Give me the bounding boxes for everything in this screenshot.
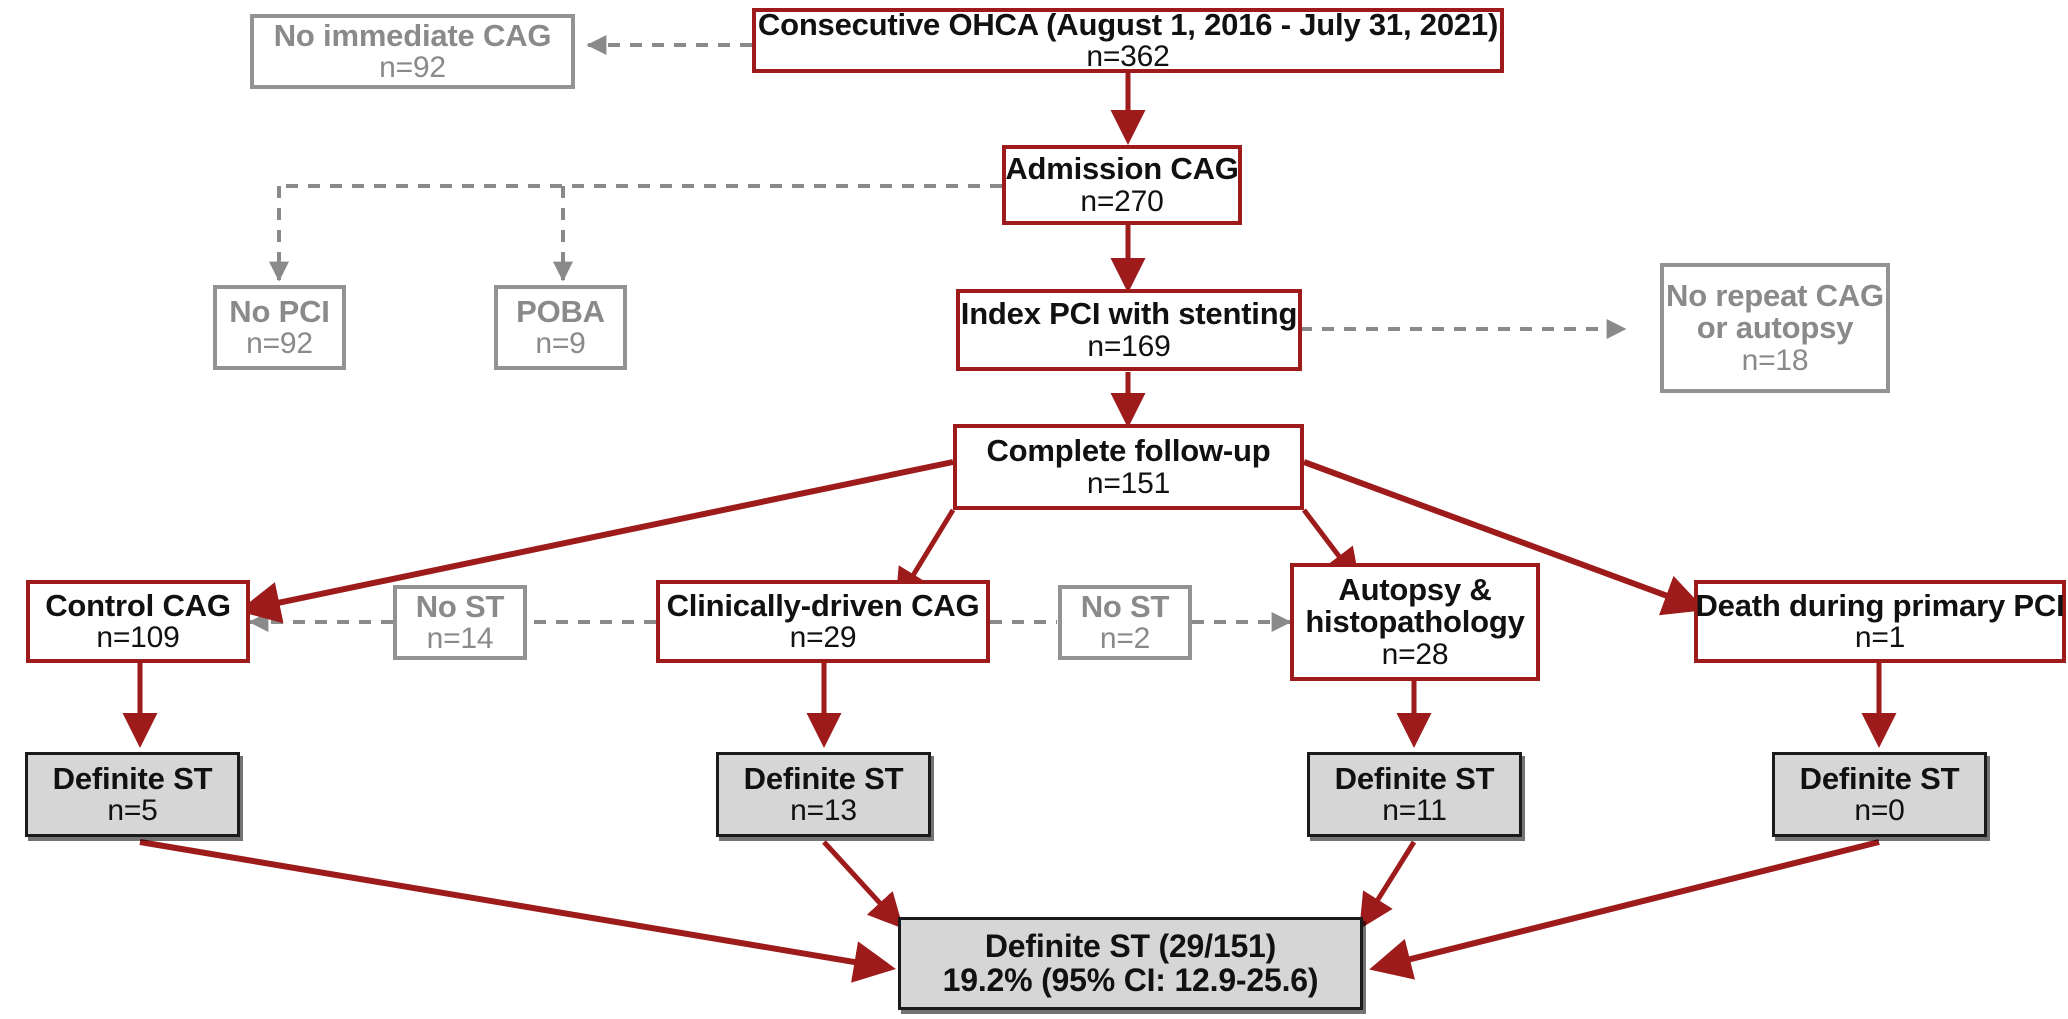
edge-definite-st-death-to-total (1369, 839, 1880, 980)
node-autopsy-histopathology-count: n=28 (1381, 637, 1449, 671)
node-no-repeat-cag-title-line1: No repeat CAG (1666, 278, 1884, 314)
node-no-immediate-cag[interactable]: No immediate CAG n=92 (250, 14, 575, 89)
node-definite-st-total[interactable]: Definite ST (29/151) 19.2% (95% CI: 12.9… (898, 917, 1363, 1010)
node-definite-st-clinical-title: Definite ST (743, 760, 904, 796)
node-no-repeat-cag[interactable]: No repeat CAG or autopsy n=18 (1660, 263, 1890, 393)
edge-admission-cag-to-no-pci-poba (269, 184, 1002, 282)
node-definite-st-death-title: Definite ST (1799, 760, 1960, 796)
node-control-cag[interactable]: Control CAG n=109 (26, 580, 250, 663)
node-consecutive-ohca[interactable]: Consecutive OHCA (August 1, 2016 - July … (752, 8, 1504, 73)
node-no-st-left[interactable]: No ST n=14 (393, 585, 527, 660)
node-admission-cag[interactable]: Admission CAG n=270 (1002, 145, 1242, 225)
node-no-immediate-cag-count: n=92 (379, 51, 446, 85)
node-clinically-driven-cag-count: n=29 (789, 621, 857, 655)
node-consecutive-ohca-count: n=362 (1086, 40, 1170, 74)
node-no-st-right[interactable]: No ST n=2 (1058, 585, 1192, 660)
node-autopsy-histopathology[interactable]: Autopsy & histopathology n=28 (1290, 563, 1540, 681)
node-death-primary-pci-count: n=1 (1854, 621, 1906, 655)
node-control-cag-count: n=109 (96, 621, 180, 655)
node-autopsy-histopathology-title-line2: histopathology (1305, 604, 1525, 640)
node-definite-st-death[interactable]: Definite ST n=0 (1772, 752, 1987, 837)
node-complete-followup-title: Complete follow-up (986, 433, 1271, 469)
node-poba-title: POBA (516, 293, 605, 329)
node-autopsy-histopathology-title-line1: Autopsy & (1338, 572, 1492, 608)
node-no-immediate-cag-title: No immediate CAG (273, 17, 552, 53)
node-control-cag-title: Control CAG (45, 587, 231, 623)
node-definite-st-autopsy-title: Definite ST (1334, 760, 1495, 796)
edge-definite-st-clinical-to-total (822, 840, 904, 929)
node-death-primary-pci-title: Death during primary PCI (1695, 587, 2065, 623)
node-definite-st-clinical-count: n=13 (790, 794, 857, 828)
node-no-st-left-title: No ST (415, 588, 505, 624)
node-complete-followup-count: n=151 (1086, 466, 1171, 500)
node-death-primary-pci[interactable]: Death during primary PCI n=1 (1694, 580, 2066, 663)
edge-followup-to-death-primary-pci (1302, 459, 1706, 616)
node-definite-st-control-title: Definite ST (52, 760, 213, 796)
node-definite-st-death-count: n=0 (1854, 794, 1905, 828)
node-no-repeat-cag-count: n=18 (1741, 343, 1809, 377)
node-definite-st-autopsy-count: n=11 (1382, 794, 1447, 828)
node-clinically-driven-cag-title: Clinically-driven CAG (666, 587, 980, 623)
edge-followup-to-control-cag (238, 459, 954, 624)
node-index-pci-count: n=169 (1087, 329, 1171, 363)
node-index-pci-title: Index PCI with stenting (960, 296, 1298, 332)
node-clinically-driven-cag[interactable]: Clinically-driven CAG n=29 (656, 580, 990, 663)
edge-definite-st-control-to-total (139, 839, 896, 983)
node-poba[interactable]: POBA n=9 (494, 285, 627, 370)
node-consecutive-ohca-title: Consecutive OHCA (August 1, 2016 - July … (757, 6, 1499, 42)
edge-definite-st-autopsy-to-total (1359, 840, 1417, 930)
node-admission-cag-title: Admission CAG (1005, 151, 1239, 187)
node-admission-cag-count: n=270 (1080, 184, 1164, 218)
node-no-pci-count: n=92 (246, 327, 313, 361)
node-no-st-left-count: n=14 (426, 622, 494, 656)
node-no-st-right-count: n=2 (1099, 622, 1151, 656)
node-definite-st-total-line1: Definite ST (29/151) (984, 928, 1277, 965)
node-definite-st-autopsy[interactable]: Definite ST n=11 (1307, 752, 1522, 837)
node-poba-count: n=9 (535, 327, 586, 361)
node-definite-st-control-count: n=5 (107, 794, 158, 828)
node-no-pci[interactable]: No PCI n=92 (213, 285, 346, 370)
node-definite-st-total-line2: 19.2% (95% CI: 12.9-25.6) (942, 961, 1319, 998)
node-index-pci[interactable]: Index PCI with stenting n=169 (956, 289, 1302, 371)
node-no-st-right-title: No ST (1080, 588, 1170, 624)
node-complete-followup[interactable]: Complete follow-up n=151 (953, 424, 1304, 510)
node-definite-st-clinical[interactable]: Definite ST n=13 (716, 752, 931, 837)
node-definite-st-control[interactable]: Definite ST n=5 (25, 752, 240, 837)
node-no-repeat-cag-title-line2: or autopsy (1696, 310, 1854, 346)
node-no-pci-title: No PCI (229, 293, 330, 329)
